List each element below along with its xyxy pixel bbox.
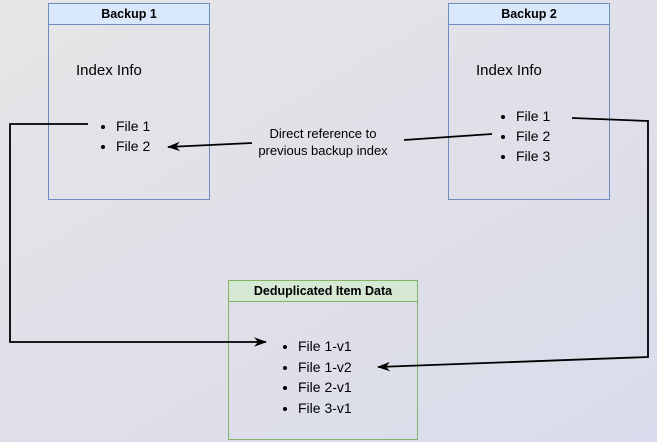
dedup-title: Deduplicated Item Data bbox=[253, 284, 393, 298]
direct-reference-annotation: Direct reference to previous backup inde… bbox=[243, 125, 403, 159]
backup-1-header: Backup 1 bbox=[49, 4, 209, 25]
list-item: File 1 bbox=[116, 116, 209, 136]
list-item: File 1-v2 bbox=[298, 357, 417, 378]
backup-2-index-info-label: Index Info bbox=[476, 62, 542, 79]
backup-1-node: Backup 1 Index Info File 1 File 2 bbox=[48, 3, 210, 200]
deduplicated-item-data-node: Deduplicated Item Data File 1-v1 File 1-… bbox=[228, 280, 418, 440]
list-item: File 1-v1 bbox=[298, 336, 417, 357]
dedup-header: Deduplicated Item Data bbox=[229, 281, 417, 302]
backup-2-node: Backup 2 Index Info File 1 File 2 File 3 bbox=[448, 3, 610, 200]
list-item: File 2 bbox=[116, 136, 209, 156]
list-item: File 2-v1 bbox=[298, 377, 417, 398]
backup-2-header: Backup 2 bbox=[449, 4, 609, 25]
backup-2-title: Backup 2 bbox=[501, 7, 557, 21]
backup-1-title: Backup 1 bbox=[101, 7, 157, 21]
backup-1-index-info-label: Index Info bbox=[76, 62, 142, 79]
backup-2-file-list: File 1 File 2 File 3 bbox=[449, 106, 609, 166]
backup-1-file-list: File 1 File 2 bbox=[49, 116, 209, 156]
annotation-line-2: previous backup index bbox=[258, 143, 388, 158]
list-item: File 2 bbox=[516, 126, 609, 146]
annotation-line-1: Direct reference to bbox=[269, 126, 377, 141]
list-item: File 3 bbox=[516, 146, 609, 166]
list-item: File 1 bbox=[516, 106, 609, 126]
list-item: File 3-v1 bbox=[298, 398, 417, 419]
dedup-file-list: File 1-v1 File 1-v2 File 2-v1 File 3-v1 bbox=[229, 336, 417, 418]
